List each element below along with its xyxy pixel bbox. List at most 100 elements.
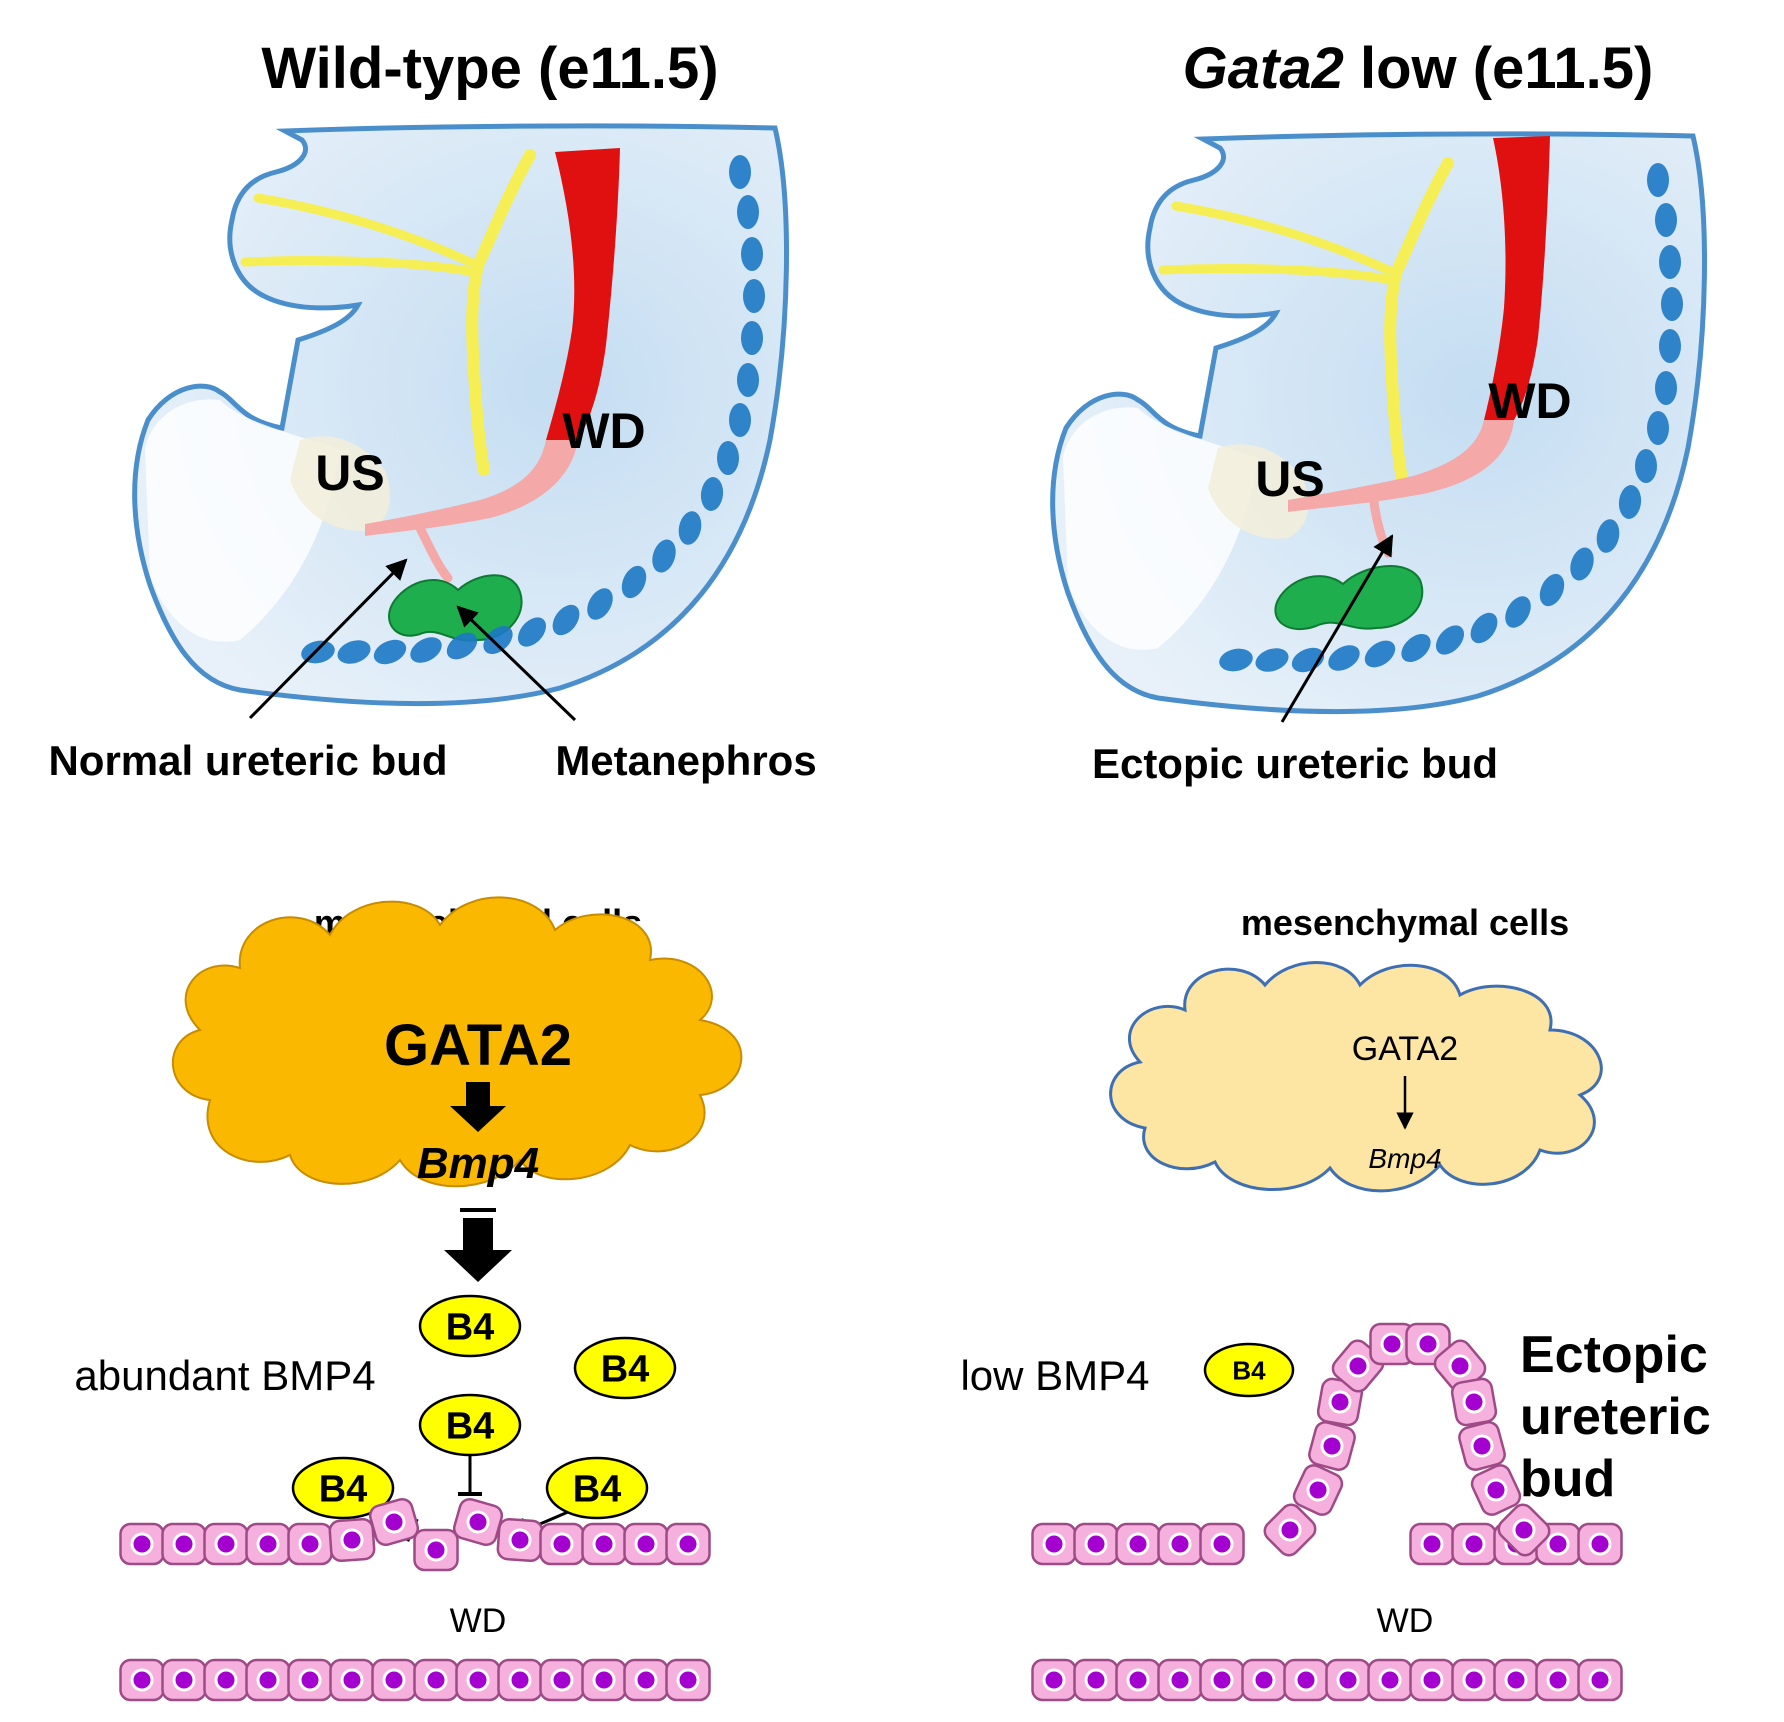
gata2-high-text: GATA2 [384,1013,572,1078]
epithelial-cell [665,1522,711,1566]
epithelial-cell [1493,1658,1539,1702]
somite [1255,648,1289,672]
cell-nucleus [1420,1532,1444,1556]
bmp4-label: B4 [319,1469,368,1511]
wolffian-duct-epithelium-left [119,1497,711,1702]
somite [652,539,676,573]
bmp4-label: B4 [446,1406,495,1448]
epithelial-cell [623,1658,669,1702]
epithelial-cell [539,1658,585,1702]
cell-nucleus [172,1668,196,1692]
epithelial-cell [1283,1658,1329,1702]
mesenchyme-cloud-low [1109,961,1603,1193]
somite [1661,287,1683,321]
cell-nucleus [214,1532,238,1556]
epithelial-cell [665,1658,711,1702]
epithelial-cell [368,1497,420,1547]
gata2-to-bmp4-thick-arrow [450,1082,506,1132]
cell-nucleus [1084,1532,1108,1556]
somite [337,640,371,664]
bmp4-label: B4 [601,1349,650,1391]
cell-nucleus [1470,1434,1494,1458]
somite [729,403,751,437]
ectopic-bud-label-3: bud [1520,1450,1615,1508]
epithelial-cell [1535,1658,1581,1702]
somite [1219,648,1253,672]
cell-nucleus [1210,1532,1234,1556]
bmp4-ellipse [418,1294,522,1358]
epithelial-cell [1115,1522,1161,1566]
cell-nucleus [1448,1354,1472,1378]
epithelial-cell [119,1522,165,1566]
epithelial-cell [161,1658,207,1702]
arrow-metanephros [456,605,577,722]
epithelial-cell [1157,1658,1203,1702]
cell-nucleus [298,1668,322,1692]
epithelial-cell [287,1658,333,1702]
epithelial-cell [1367,1658,1413,1702]
epithelial-cell [1073,1522,1119,1566]
epithelial-cell [1577,1522,1623,1566]
somite [678,511,702,545]
cell-nucleus [508,1528,532,1552]
somite [717,441,739,475]
somite [446,632,478,660]
cell-nucleus [466,1510,490,1534]
urogenital-sinus-region [290,436,390,531]
cell-nucleus [256,1668,280,1692]
somite [1647,411,1669,445]
cell-nucleus [1042,1532,1066,1556]
epithelial-cell [1263,1503,1317,1557]
cell-nucleus [466,1668,490,1692]
somite [1618,485,1642,519]
metanephros [388,574,523,642]
cell-nucleus [592,1532,616,1556]
cell-nucleus [1126,1668,1150,1692]
epithelial-cell [371,1658,417,1702]
cell-nucleus [634,1668,658,1692]
bmp4-ellipse [573,1336,677,1400]
somite [1505,596,1531,628]
cell-nucleus [298,1532,322,1556]
somite [729,155,751,189]
wolffian-duct-pink [365,440,578,536]
epithelial-cell [1470,1464,1522,1516]
somite [1435,625,1465,655]
cell-nucleus [1420,1668,1444,1692]
epithelial-cell [1316,1377,1364,1427]
nerve-branch-2 [240,255,479,277]
epithelial-cell [1115,1658,1161,1702]
epithelial-cell [1199,1522,1245,1566]
right-mesenchyme-label: mesenchymal cells [1241,902,1569,943]
normal-ureteric-bud [415,523,453,583]
cell-nucleus [1378,1668,1402,1692]
wolffian-duct-pink [1288,420,1514,512]
cell-nucleus [172,1532,196,1556]
cell-nucleus [1320,1434,1344,1458]
cell-nucleus [340,1528,364,1552]
epithelial-cell [329,1658,375,1702]
nerve-branch-2 [1158,263,1397,285]
bmp4-molecule: B4 [573,1336,677,1400]
cell-nucleus [1380,1332,1404,1356]
epithelial-cell [203,1522,249,1566]
cell-nucleus [1252,1668,1276,1692]
epithelial-cell [1458,1421,1506,1471]
somite [700,477,724,511]
arrow-ectopic-bud [1280,534,1394,723]
epithelial-cell [413,1658,459,1702]
somite [741,237,763,271]
cell-nucleus [340,1668,364,1692]
label-us: US [315,445,384,501]
cell-nucleus [1168,1532,1192,1556]
epithelial-cell [455,1658,501,1702]
cell-nucleus [1084,1668,1108,1692]
cell-nucleus [382,1510,406,1534]
epithelial-cell [623,1522,669,1566]
epithelial-cell [539,1522,585,1566]
callout-ectopic-bud: Ectopic ureteric bud [1092,740,1498,787]
bmp4-molecule: B4 [291,1456,395,1520]
embryo-wild-type: US WD [132,123,789,707]
